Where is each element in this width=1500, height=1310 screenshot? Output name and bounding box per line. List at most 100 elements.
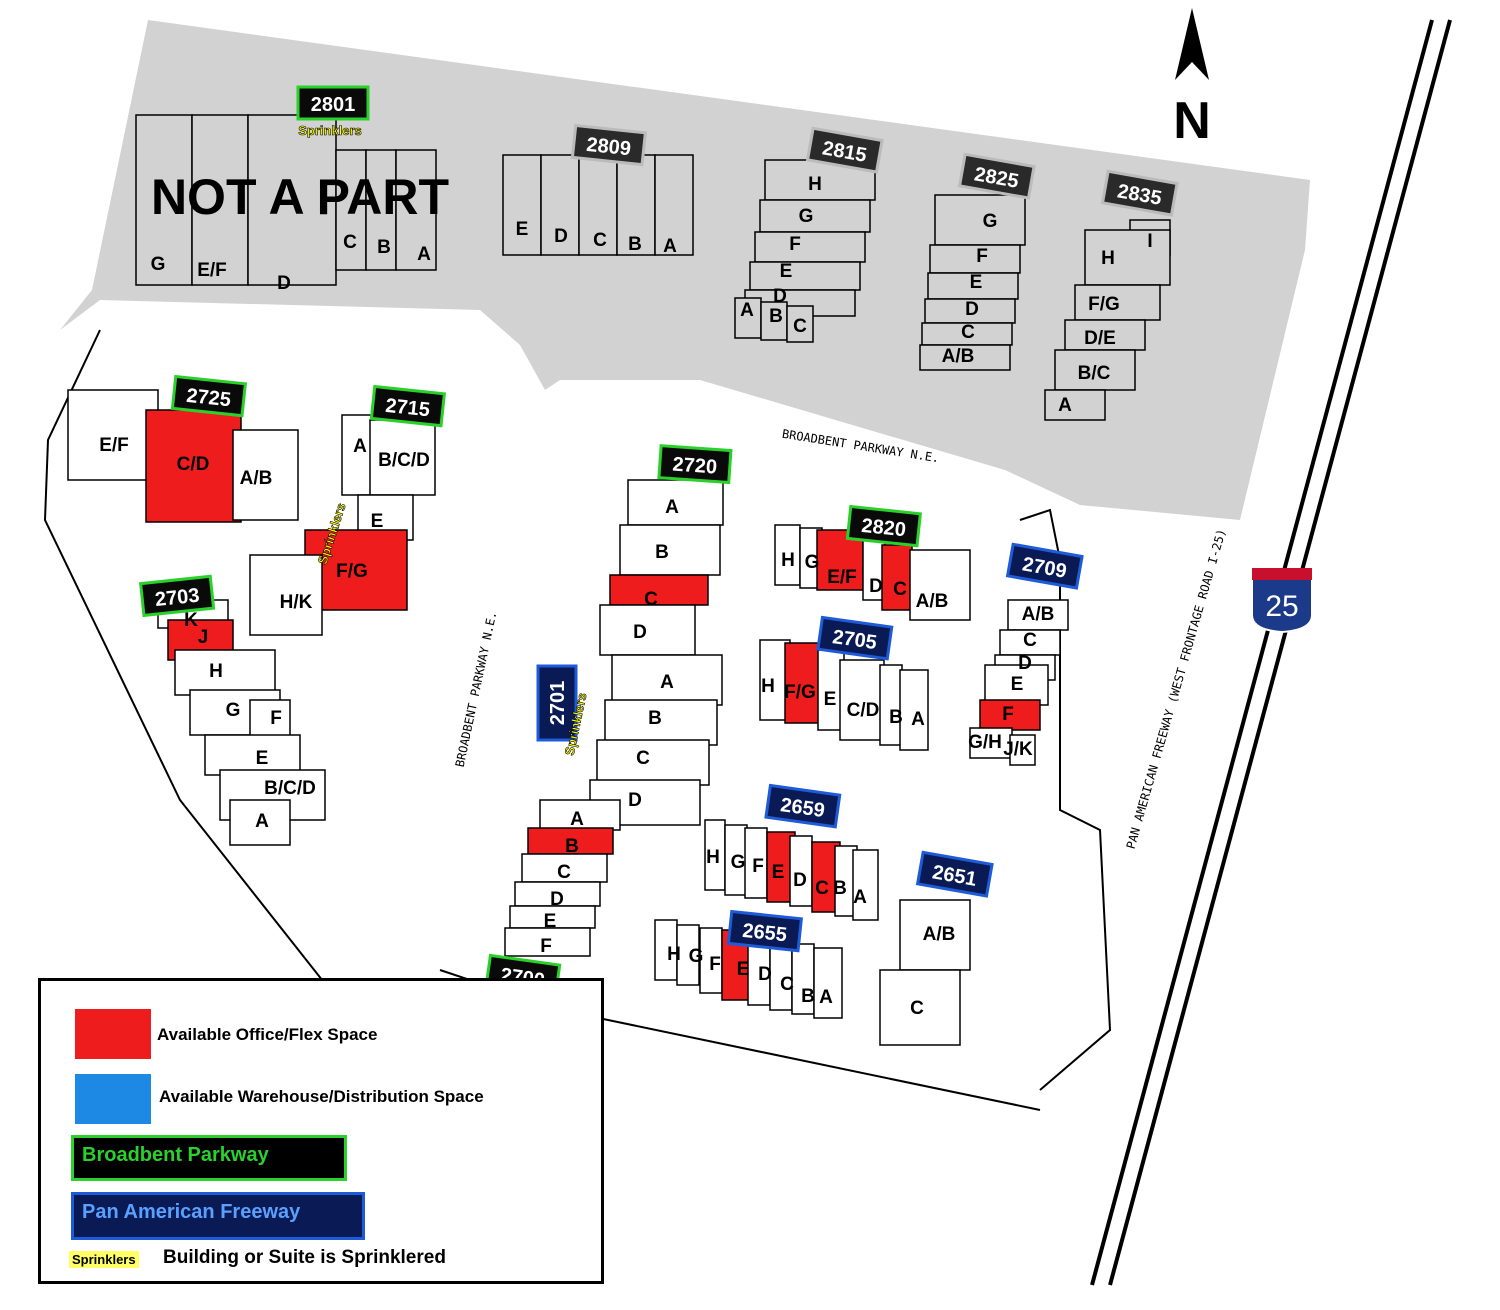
suite-2815-E[interactable]	[749, 261, 861, 291]
suite-2809-A[interactable]	[654, 154, 694, 256]
suite-2825-E[interactable]	[927, 272, 1019, 300]
building-2659[interactable]	[704, 819, 879, 921]
building-number-badge-2659[interactable]: 2659	[764, 783, 842, 829]
building-number-badge-2835[interactable]: 2835	[1100, 169, 1179, 217]
building-2651[interactable]	[879, 899, 971, 1046]
suite-2820-H[interactable]	[774, 524, 801, 586]
suite-2720-B[interactable]	[619, 524, 721, 576]
building-number-2715: 2715	[384, 395, 431, 422]
north-arrow-icon: N	[1173, 8, 1211, 150]
building-2703[interactable]	[157, 599, 326, 846]
suite-2701-C[interactable]	[596, 739, 710, 786]
suite-2835-FG[interactable]	[1074, 284, 1161, 321]
suite-2725-EF[interactable]	[67, 389, 159, 481]
building-number-2720: 2720	[672, 454, 718, 479]
building-number-badge-2715[interactable]: 2715	[369, 384, 447, 428]
building-number-badge-2809[interactable]: 2809	[570, 123, 648, 167]
building-number-badge-2825[interactable]: 2825	[957, 152, 1036, 200]
suite-2809-B[interactable]	[616, 154, 656, 256]
building-2801[interactable]	[135, 114, 437, 286]
building-number-badge-2709[interactable]: 2709	[1005, 542, 1084, 590]
suite-2835-H[interactable]	[1084, 229, 1171, 286]
suite-2659-A[interactable]	[852, 849, 879, 921]
suite-2700-B[interactable]	[527, 827, 614, 855]
suite-2703-E[interactable]	[204, 734, 301, 776]
suite-2705-CD[interactable]	[839, 659, 885, 741]
suite-2809-D[interactable]	[540, 154, 580, 256]
building-number-badge-2703[interactable]: 2703	[138, 574, 216, 618]
building-2655[interactable]	[654, 919, 843, 1019]
suite-2801-G[interactable]	[135, 114, 193, 286]
suite-2815-F[interactable]	[754, 231, 866, 263]
suite-2705-B[interactable]	[879, 664, 903, 746]
suite-2801-A[interactable]	[395, 149, 437, 271]
suite-2703-H[interactable]	[174, 649, 276, 696]
suite-2720-C[interactable]	[609, 574, 709, 606]
suite-2720-A[interactable]	[627, 479, 724, 526]
suite-label-2703-F: F	[270, 708, 282, 729]
suite-2701-B[interactable]	[604, 699, 718, 746]
suite-2709-C[interactable]	[999, 629, 1061, 656]
suite-2820-C[interactable]	[881, 544, 913, 611]
suite-2815-C[interactable]	[786, 305, 814, 343]
building-2709[interactable]	[969, 599, 1069, 766]
building-number-badge-2705[interactable]: 2705	[816, 615, 894, 661]
suite-label-2700-F: F	[540, 936, 552, 957]
building-2705[interactable]	[759, 639, 929, 751]
suite-label-2820-AB: A/B	[916, 591, 949, 612]
building-2809[interactable]	[502, 154, 694, 256]
interstate-i25	[1090, 19, 1452, 1286]
suite-2651-AB[interactable]	[899, 899, 971, 971]
building-number-badge-2801[interactable]: 2801	[296, 85, 370, 121]
building-2701[interactable]	[589, 654, 723, 826]
suite-label-2801-C: C	[343, 232, 357, 253]
suite-2809-E[interactable]	[502, 154, 542, 256]
building-number-badge-2815[interactable]: 2815	[805, 126, 884, 174]
suite-2701-A[interactable]	[611, 654, 723, 706]
building-number-badge-2820[interactable]: 2820	[845, 504, 923, 548]
building-2825[interactable]	[919, 194, 1026, 371]
building-2720[interactable]	[599, 479, 724, 656]
suite-2709-E[interactable]	[984, 664, 1049, 706]
suite-2651-C[interactable]	[879, 969, 961, 1046]
suite-2801-B[interactable]	[365, 149, 397, 271]
suite-2801-EF[interactable]	[191, 114, 249, 286]
suite-2709-JK[interactable]	[1009, 734, 1036, 766]
building-number-badge-2651[interactable]: 2651	[915, 850, 994, 898]
suite-2703-A[interactable]	[229, 799, 291, 846]
suite-2720-D[interactable]	[599, 604, 696, 656]
suite-label-2709-D: D	[1018, 653, 1032, 674]
building-number-badge-2725[interactable]: 2725	[170, 374, 248, 418]
building-2715[interactable]	[249, 414, 436, 636]
suite-2655-A[interactable]	[813, 947, 843, 1019]
suite-2825-F[interactable]	[929, 244, 1021, 274]
suite-label-2703-E: E	[256, 748, 269, 769]
suite-2801-D[interactable]	[247, 114, 337, 286]
suite-2655-G[interactable]	[676, 924, 700, 986]
suite-2815-G[interactable]	[759, 199, 871, 233]
suite-2825-G[interactable]	[934, 194, 1026, 246]
suite-2835-DE[interactable]	[1064, 319, 1146, 351]
suite-2825-AB[interactable]	[919, 344, 1011, 371]
suite-label-2715-FG: F/G	[336, 561, 368, 582]
suite-2820-AB[interactable]	[909, 549, 971, 621]
suite-2709-AB[interactable]	[1007, 599, 1069, 631]
suite-2705-A[interactable]	[899, 669, 929, 751]
suite-label-2709-F: F	[1002, 704, 1014, 725]
suite-2835-A[interactable]	[1044, 389, 1106, 421]
suite-2700-F[interactable]	[504, 927, 591, 957]
building-number-badge-2720[interactable]: 2720	[657, 444, 733, 485]
suite-2725-AB[interactable]	[232, 429, 299, 521]
building-number-badge-2701[interactable]: 2701	[536, 664, 578, 742]
suite-2715-HK[interactable]	[249, 554, 323, 636]
suite-2709-GH[interactable]	[969, 727, 1013, 759]
building-2725[interactable]	[67, 389, 299, 523]
suite-2825-D[interactable]	[924, 298, 1016, 324]
building-number-badge-2655[interactable]: 2655	[726, 909, 804, 953]
building-2835[interactable]	[1044, 219, 1171, 421]
suite-2835-BC[interactable]	[1054, 349, 1136, 391]
building-2700[interactable]	[504, 799, 621, 957]
suite-label-2815-F: F	[789, 234, 801, 255]
suite-2700-A[interactable]	[539, 799, 621, 831]
